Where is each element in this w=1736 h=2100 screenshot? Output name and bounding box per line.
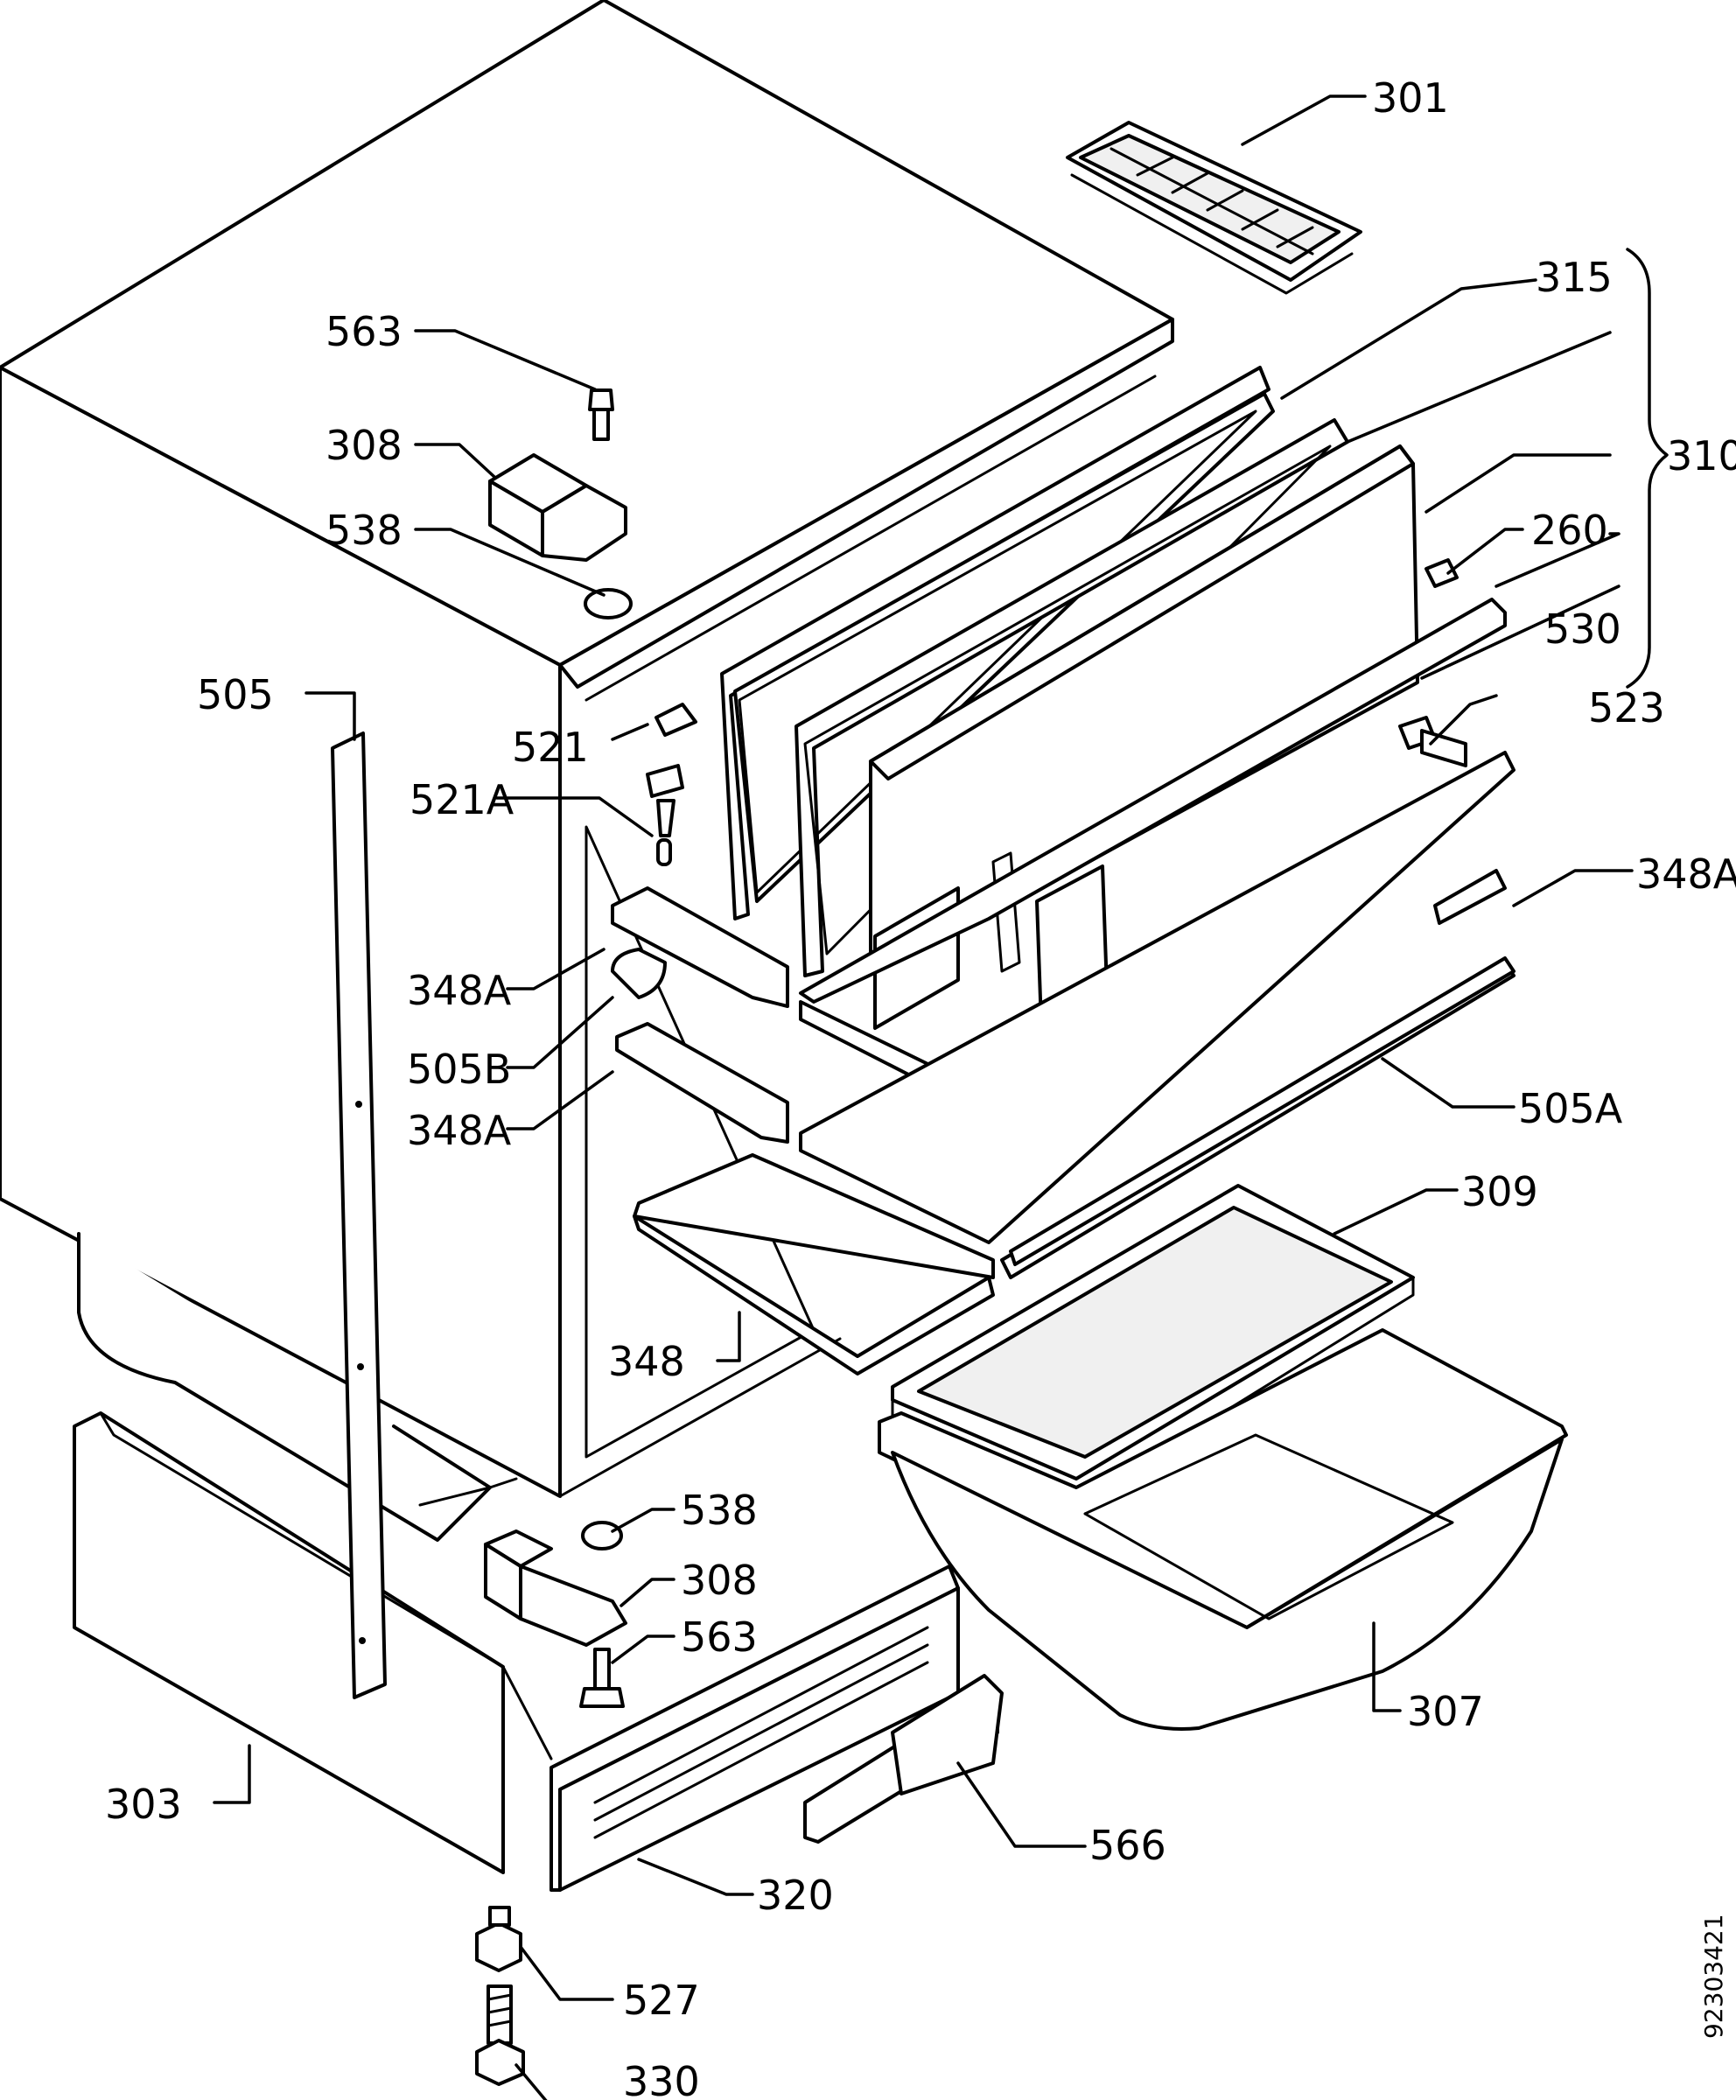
- label-348: 348: [608, 1338, 685, 1385]
- bushing-538-bottom: [581, 1521, 623, 1550]
- part-521A: [646, 764, 684, 866]
- hinge-308-bottom: [484, 1530, 627, 1647]
- crisper-drawer-307: [878, 1328, 1568, 1731]
- bolt-330: [475, 1984, 525, 2086]
- part-521: [654, 703, 697, 737]
- label-310: 310: [1667, 432, 1736, 480]
- label-527: 527: [623, 1977, 700, 2024]
- label-348A-b: 348A: [407, 1107, 512, 1154]
- bushing-538-top: [584, 588, 633, 620]
- label-538-bottom: 538: [681, 1487, 758, 1534]
- label-538-top: 538: [326, 507, 402, 554]
- crisper-cover-309: [891, 1184, 1415, 1502]
- label-330: 330: [623, 2058, 700, 2100]
- label-307: 307: [1407, 1688, 1484, 1735]
- label-563-top: 563: [326, 308, 402, 355]
- label-521A: 521A: [410, 776, 514, 823]
- screw-563-top: [588, 388, 614, 441]
- label-308-bottom: 308: [681, 1557, 758, 1604]
- hinge-308-top: [488, 453, 627, 562]
- label-566: 566: [1089, 1822, 1166, 1869]
- ice-tray-301: [1066, 121, 1362, 295]
- leader-lines: [213, 94, 1669, 2100]
- document-number: 92303421: [1699, 1914, 1728, 2039]
- label-348A-a: 348A: [407, 967, 512, 1014]
- label-320: 320: [757, 1872, 834, 1919]
- small-hardware: [475, 388, 1467, 2086]
- label-505A: 505A: [1518, 1085, 1623, 1132]
- cabinet: [0, 0, 1174, 1542]
- label-260: 260: [1531, 507, 1608, 554]
- nut-527: [475, 1906, 522, 1972]
- label-505: 505: [197, 671, 274, 718]
- label-521: 521: [512, 724, 589, 771]
- label-523: 523: [1588, 684, 1665, 732]
- label-505B: 505B: [407, 1046, 511, 1093]
- label-530: 530: [1544, 606, 1621, 653]
- label-303: 303: [105, 1781, 182, 1828]
- label-563-bottom: 563: [681, 1614, 758, 1661]
- front-panel-320: [550, 1564, 960, 1892]
- handle-566: [803, 1674, 1004, 1844]
- shelves: [611, 598, 1516, 1376]
- label-348A-right: 348A: [1636, 850, 1736, 898]
- screw-563-bottom: [579, 1648, 625, 1708]
- label-301: 301: [1372, 74, 1449, 122]
- label-308-top: 308: [326, 422, 402, 469]
- part-labels: 301 315 310 260 530 523 348A 505A 309 30…: [105, 74, 1736, 2100]
- label-309: 309: [1461, 1168, 1538, 1215]
- label-315: 315: [1536, 254, 1613, 301]
